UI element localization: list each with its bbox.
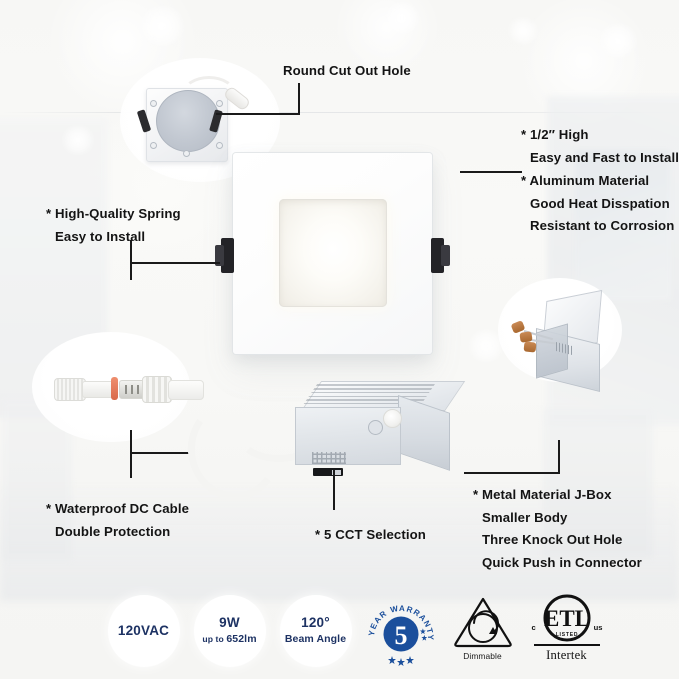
- diffuser-lens: [279, 199, 387, 307]
- leader-line-half-inch-high: [460, 171, 522, 173]
- callout-line: * Waterproof DC Cable: [46, 501, 190, 516]
- etl-badge: ETL LISTED c us Intertek: [530, 593, 604, 669]
- etl-c-mark: c: [531, 623, 536, 632]
- screw: [150, 142, 157, 149]
- bokeh-highlight: [596, 24, 640, 58]
- dimmable-icon: [453, 597, 512, 648]
- bokeh-highlight: [136, 6, 188, 46]
- callout-line: Double Protection: [55, 523, 171, 539]
- callout-line: Quick Push in Connector: [482, 555, 642, 571]
- callout-line: Good Heat Disspation: [530, 195, 670, 211]
- callout-round-cut-out-hole: Round Cut Out Hole: [283, 60, 411, 83]
- connector-pins: [119, 380, 145, 399]
- screw: [183, 150, 190, 157]
- panel-dc-cable: [236, 408, 322, 462]
- callout-cct-selection: * 5 CCT Selection: [315, 524, 426, 547]
- spring-clip-left: [215, 238, 234, 273]
- spec-value: 120°: [301, 615, 330, 631]
- spec-circle-voltage: 120VAC: [107, 595, 180, 667]
- callout-half-inch-high: * 1/2″ High Easy and Fast to Install: [521, 124, 679, 169]
- callout-line: * 1/2″ High: [521, 127, 589, 142]
- etl-divider: [533, 644, 600, 646]
- leader-line-metal-j-box: [464, 472, 560, 474]
- callout-line: Resistant to Corrosion: [530, 218, 675, 234]
- callout-line: Three Knock Out Hole: [482, 532, 623, 548]
- callout-line: * Aluminum Material: [521, 173, 650, 188]
- callout-line: * High-Quality Spring: [46, 206, 181, 221]
- etl-company-name: Intertek: [546, 647, 587, 662]
- knock-out-hole: [368, 420, 383, 435]
- dimmable-badge: Dimmable: [450, 595, 516, 667]
- bokeh-highlight: [382, 2, 422, 34]
- spring-clip-right: [431, 238, 450, 273]
- cable-grommet: [383, 409, 402, 428]
- metal-junction-box: [295, 381, 466, 476]
- callout-waterproof-dc-cable: * Waterproof DC Cable Double Protection: [46, 498, 189, 543]
- screw: [216, 100, 223, 107]
- spec-sub-prefix: up to: [202, 634, 227, 645]
- leader-line-round-cut-out-hole: [216, 113, 300, 115]
- background-cabinet-right: [543, 408, 653, 558]
- callout-line: * 5 CCT Selection: [315, 527, 426, 542]
- spec-value: 9W: [219, 615, 240, 631]
- callout-line: Smaller Body: [482, 509, 568, 525]
- dc-wire: [182, 76, 236, 100]
- warranty-badge: YEAR WARRANTY 5: [366, 596, 436, 666]
- cable-barrel-left: [82, 381, 114, 398]
- callout-line: Easy to Install: [55, 228, 146, 244]
- inset-waterproof-dc-cable: [32, 332, 204, 442]
- spec-value: 120VAC: [117, 622, 170, 638]
- waterproof-seal-ring: [111, 377, 118, 400]
- callout-line: * Metal Material J-Box: [473, 487, 612, 502]
- background-window: [575, 150, 671, 300]
- callout-high-quality-spring: * High-Quality Spring Easy to Install: [46, 203, 181, 248]
- callout-line: Round Cut Out Hole: [283, 63, 411, 78]
- ceiling-seam: [0, 112, 679, 113]
- inset-open-j-box: [498, 278, 622, 392]
- screw: [150, 100, 157, 107]
- warranty-number: 5: [394, 621, 407, 650]
- badge-bar: 120VAC 9W up to 652lm 120° Beam Angle YE…: [0, 583, 679, 679]
- spec-circle-wattage: 9W up to 652lm: [193, 595, 266, 667]
- cct-selector-switch: [313, 468, 343, 476]
- wire-nut: [523, 341, 537, 353]
- bokeh-highlight: [506, 18, 540, 44]
- spec-sublabel: Beam Angle: [284, 633, 347, 646]
- leader-line-round-cut-out-hole: [298, 83, 300, 115]
- callout-metal-j-box: * Metal Material J-Box Smaller Body Thre…: [473, 484, 642, 575]
- etl-text: ETL: [543, 606, 589, 631]
- bokeh-highlight: [60, 126, 96, 154]
- cable-barrel-right: [168, 380, 204, 400]
- square-led-panel: [215, 153, 450, 354]
- spec-circle-beam-angle: 120° Beam Angle: [279, 595, 352, 667]
- callout-aluminum-material: * Aluminum Material Good Heat Disspation…: [521, 170, 674, 238]
- leader-line-waterproof-cable: [130, 430, 132, 478]
- screw: [216, 142, 223, 149]
- etl-us-mark: us: [593, 623, 603, 632]
- spec-sublabel: up to 652lm: [202, 633, 256, 647]
- leader-line-spring: [130, 240, 132, 280]
- leader-line-cct-selection: [333, 470, 335, 510]
- spec-sub-value: 652lm: [226, 633, 257, 646]
- dimmable-caption: Dimmable: [463, 651, 502, 661]
- leader-line-waterproof-cable: [130, 452, 190, 454]
- leader-line-spring: [130, 262, 220, 264]
- etl-listed-text: LISTED: [555, 632, 578, 638]
- callout-line: Easy and Fast to Install: [530, 149, 679, 165]
- etl-mark: ETL LISTED c us: [531, 593, 603, 643]
- j-box-vents: [312, 452, 346, 464]
- cable-nut-right: [142, 376, 172, 403]
- leader-line-metal-j-box: [558, 440, 560, 474]
